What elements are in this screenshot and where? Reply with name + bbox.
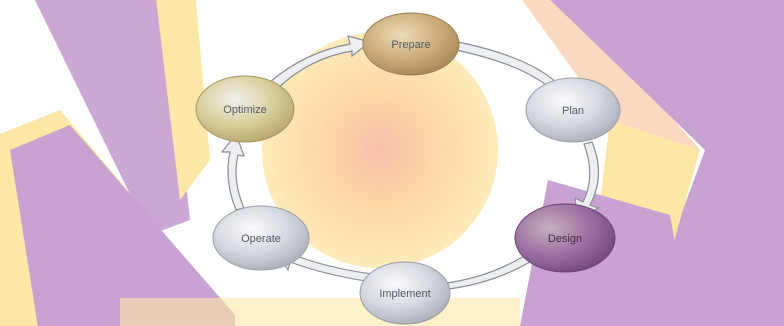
node-optimize-label: Optimize [223, 104, 266, 116]
node-design-label: Design [548, 233, 582, 245]
node-operate: Operate [213, 206, 309, 270]
node-operate-label: Operate [241, 233, 281, 245]
node-optimize: Optimize [196, 76, 294, 142]
node-prepare-label: Prepare [391, 39, 430, 51]
arrow-operate-to-optimize [222, 134, 244, 210]
bg-yellow-band-bottom [120, 298, 520, 326]
node-plan: Plan [526, 78, 620, 142]
node-implement: Implement [360, 262, 450, 324]
node-prepare: Prepare [363, 13, 459, 75]
node-plan-label: Plan [562, 105, 584, 117]
node-implement-label: Implement [379, 288, 430, 300]
node-design: Design [515, 204, 615, 272]
